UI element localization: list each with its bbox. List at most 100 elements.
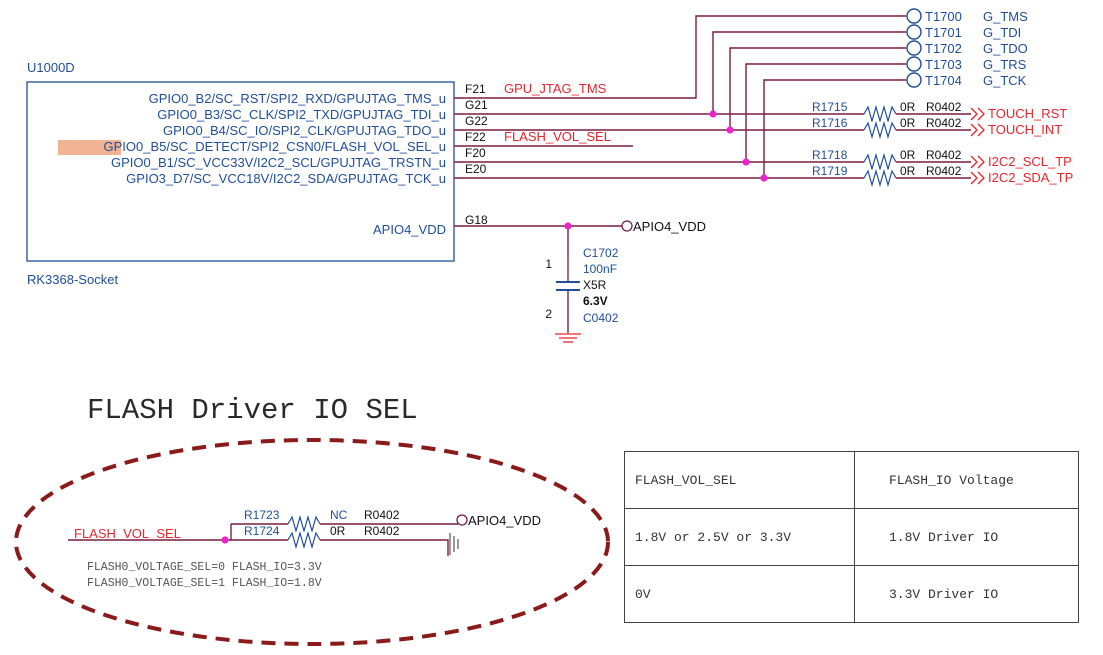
- power-pin-name: APIO4_VDD: [373, 222, 446, 237]
- resistor-zigzag: [287, 530, 321, 550]
- resistor-zigzag: [863, 104, 897, 124]
- testpoint-ref: T1704: [925, 73, 962, 88]
- component-socket: RK3368-Socket: [27, 272, 118, 287]
- pin-name-3-highlight: GPIO0_B5: [104, 139, 167, 154]
- pin-name-5: GPIO3_D7/SC_VCC18V/I2C2_SDA/GPUJTAG_TCK_…: [126, 171, 446, 186]
- flash-voltage-table: FLASH_VOL_SEL FLASH_IO Voltage 1.8V or 2…: [624, 451, 1079, 623]
- resistor-package: R0402: [926, 100, 962, 114]
- ground-icon: [555, 333, 581, 343]
- resistor-zigzag: [863, 168, 897, 188]
- capacitor-c1702: 1 2 C1702 100nF X5R 6.3V C0402: [545, 246, 618, 325]
- table-cell: 1.8V or 2.5V or 3.3V: [624, 508, 855, 566]
- flash-power-label: APIO4_VDD: [468, 513, 541, 528]
- junction-dot: [709, 110, 717, 118]
- wire-tms: [454, 15, 906, 99]
- offpage-arrow: [977, 107, 985, 121]
- resistor-value: 0R: [900, 164, 916, 178]
- resistor-value: 0R: [900, 148, 916, 162]
- junction-dot: [760, 174, 768, 182]
- cap-ref: C1702: [583, 246, 619, 260]
- resistor-zigzag: [863, 120, 897, 140]
- net-label-gpu-jtag-tms: GPU_JTAG_TMS: [504, 81, 607, 96]
- flash-wire-bot-out: [320, 539, 449, 556]
- flash-note-2: FLASH0_VOLTAGE_SEL=1 FLASH_IO=1.8V: [87, 577, 322, 590]
- resistor-ref: R1719: [812, 164, 848, 178]
- pin-name-3-rest: /SC_DETECT/SPI2_CSN0/FLASH_VOL_SEL_u: [166, 139, 446, 154]
- flash-note-1: FLASH0_VOLTAGE_SEL=0 FLASH_IO=3.3V: [87, 561, 322, 574]
- testpoints: T1700 T1701 T1702 T1703 T1704 G_TMS G_TD…: [906, 8, 1028, 88]
- offpage-connectors: TOUCH_RST TOUCH_INT I2C2_SCL_TP I2C2_SDA…: [970, 106, 1073, 185]
- resistor-value: 0R: [900, 116, 916, 130]
- table-header-cell: FLASH_IO Voltage: [854, 451, 1079, 509]
- testpoint-net: G_TCK: [983, 73, 1027, 88]
- cap-pin2-num: 2: [545, 307, 552, 321]
- resistor-package: R0402: [926, 164, 962, 178]
- resistor-bg: [864, 106, 896, 121]
- flash-net-label: FLASH_VOL_SEL: [74, 526, 181, 541]
- pin-name-2: GPIO0_B4/SC_IO/SPI2_CLK/GPUJTAG_TDO_u: [163, 123, 446, 138]
- flash-r-top-ref: R1723: [244, 508, 280, 522]
- cap-value: 100nF: [583, 262, 617, 276]
- wire-tck: [763, 79, 906, 178]
- pin-name-0: GPIO0_B2/SC_RST/SPI2_RXD/GPUJTAG_TMS_u: [149, 91, 446, 106]
- offpage-arrow: [970, 107, 978, 121]
- offpage-arrow: [970, 155, 978, 169]
- table-header-row: FLASH_VOL_SEL FLASH_IO Voltage: [624, 451, 1079, 509]
- table-cell: 0V: [624, 565, 855, 623]
- offpage-arrow: [970, 123, 978, 137]
- net-label-i2c2-sda-tp: I2C2_SDA_TP: [988, 170, 1073, 185]
- testpoint-net: G_TDO: [983, 41, 1028, 56]
- junction-dot: [742, 158, 750, 166]
- testpoint-circle: [906, 24, 922, 40]
- resistor-bg: [864, 170, 896, 185]
- cap-dielectric: X5R: [583, 278, 607, 292]
- offpage-arrow: [977, 123, 985, 137]
- junction-dot: [726, 126, 734, 134]
- table-cell: 3.3V Driver IO: [854, 565, 1079, 623]
- flash-r-bot-value: 0R: [330, 524, 346, 538]
- resistor-value: 0R: [900, 100, 916, 114]
- flash-r-bot-ref: R1724: [244, 524, 280, 538]
- pin-highlight: [58, 140, 121, 155]
- net-label-touch-rst: TOUCH_RST: [988, 106, 1067, 121]
- cap-package: C0402: [583, 311, 619, 325]
- table-row: 0V 3.3V Driver IO: [624, 565, 1079, 623]
- wire-trs: [745, 63, 906, 162]
- wire-tdi: [712, 31, 906, 114]
- power-pin-num: G18: [465, 213, 488, 227]
- resistors: R1715 R1716 R1718 R1719 0R 0R 0R 0R R040…: [812, 100, 962, 188]
- testpoint-circle: [906, 72, 922, 88]
- offpage-arrow: [970, 171, 978, 185]
- flash-r-bot-package: R0402: [364, 524, 400, 538]
- pin-name-4: GPIO0_B1/SC_VCC33V/I2C2_SCL/GPUJTAG_TRST…: [111, 155, 446, 170]
- ground-icon: [449, 533, 459, 555]
- testpoint-net: G_TMS: [983, 9, 1028, 24]
- net-label-flash-vol-sel: FLASH_VOL_SEL: [504, 129, 611, 144]
- resistor-bg: [864, 154, 896, 169]
- highlight-ellipse: [14, 438, 610, 646]
- net-label-i2c2-scl-tp: I2C2_SCL_TP: [988, 154, 1072, 169]
- pin-num-0: F21: [465, 82, 486, 96]
- section-title: FLASH Driver IO SEL: [87, 394, 418, 427]
- testpoint-circle: [906, 40, 922, 56]
- cap-voltage: 6.3V: [583, 294, 608, 308]
- wire-tdo: [729, 47, 906, 130]
- testpoint-ref: T1701: [925, 25, 962, 40]
- table-cell: 1.8V Driver IO: [854, 508, 1079, 566]
- pin-num-5: E20: [465, 162, 487, 176]
- resistor-zigzag: [863, 152, 897, 172]
- offpage-arrow: [977, 171, 985, 185]
- testpoint-circle: [906, 8, 922, 24]
- pin-num-1: G21: [465, 98, 488, 112]
- pin-num-3: F22: [465, 130, 486, 144]
- resistor-zigzag: [287, 514, 321, 534]
- resistor-package: R0402: [926, 148, 962, 162]
- pin-num-4: F20: [465, 146, 486, 160]
- flash-sel-circuit: FLASH_VOL_SEL R1723 R1724 NC 0R R0402 R0…: [68, 508, 541, 590]
- resistor-ref: R1716: [812, 116, 848, 130]
- testpoint-net: G_TRS: [983, 57, 1027, 72]
- pin-name-3: GPIO0_B5/SC_DETECT/SPI2_CSN0/FLASH_VOL_S…: [104, 139, 447, 154]
- testpoint-ref: T1702: [925, 41, 962, 56]
- testpoint-ref: T1700: [925, 9, 962, 24]
